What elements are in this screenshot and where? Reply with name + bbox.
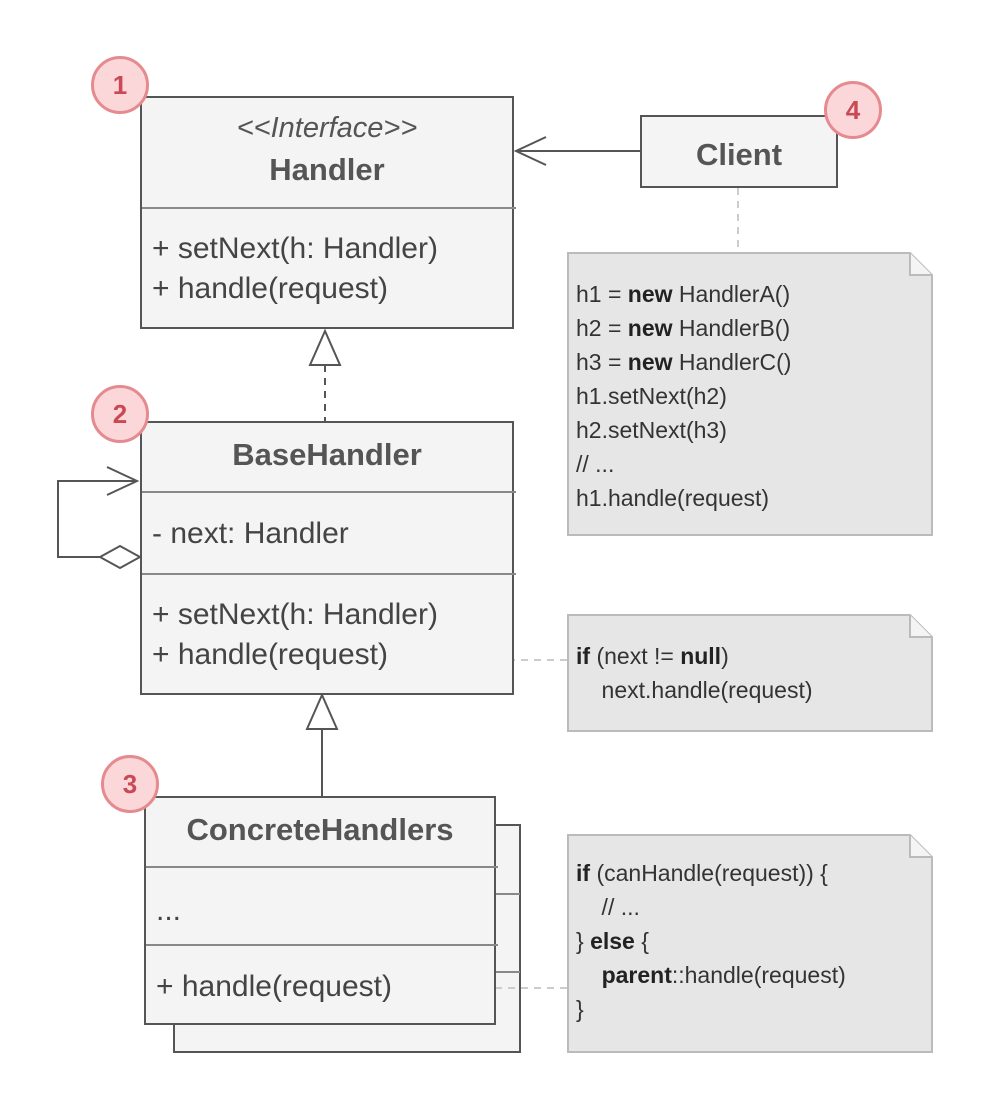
note-line: // ... (576, 890, 846, 924)
client-code-note-shape (567, 252, 933, 536)
concrete-handlers-divider (146, 944, 498, 946)
note-keyword: new (627, 315, 673, 341)
base-handler-box: BaseHandler - next: Handler + setNext(h:… (140, 421, 516, 695)
note-line: h2.setNext(h3) (576, 413, 791, 447)
note-text-run: // ... (576, 894, 640, 920)
note-line: parent::handle(request) (576, 958, 846, 992)
client-code-note: h1 = new HandlerA()h2 = new HandlerB()h3… (576, 277, 791, 515)
note-text-run: ::handle(request) (671, 962, 846, 988)
client-title: Client (695, 137, 783, 172)
note-text-run: (next != (590, 643, 681, 669)
note-text-run: ) (721, 643, 729, 669)
note-line: h1.setNext(h2) (576, 379, 791, 413)
note-line: h2 = new HandlerB() (576, 311, 791, 345)
concrete-handle-note: if (canHandle(request)) { // ...} else {… (576, 856, 846, 1026)
note-line: next.handle(request) (576, 673, 813, 707)
base-handle-note-shape (567, 614, 933, 732)
note-text-run: h3 = (576, 349, 628, 375)
note-keyword: new (627, 281, 673, 307)
base-handler-field: - next: Handler (152, 517, 349, 550)
handler-title: Handler (269, 152, 385, 187)
client-box: Client (640, 115, 838, 188)
note-text-run: next.handle(request) (576, 677, 813, 703)
note-keyword: new (627, 349, 673, 375)
note-text-run: } (576, 928, 591, 954)
self-aggregation-arrowhead (106, 466, 140, 496)
step-badge: 2 (91, 385, 149, 443)
note-text-run: h2 = (576, 315, 628, 341)
note-text-run: (canHandle(request)) { (590, 860, 828, 886)
note-line: if (canHandle(request)) { (576, 856, 846, 890)
note-text-run: } (576, 996, 584, 1022)
note-keyword: if (576, 860, 591, 886)
concrete-handle-note-shape (567, 834, 933, 1053)
note-text-run (576, 962, 602, 988)
note-line: // ... (576, 447, 791, 481)
association-arrowhead (513, 136, 547, 166)
note-keyword: if (576, 643, 591, 669)
concrete-handlers-field: ... (156, 894, 182, 927)
note-text-run: // ... (576, 451, 615, 477)
concrete-handlers-box: ConcreteHandlers ... + handle(request) (144, 796, 498, 1025)
note-keyword: null (680, 643, 722, 669)
handler-method: + setNext(h: Handler) (152, 232, 438, 265)
aggregation-diamond (97, 544, 143, 570)
note-line: h1 = new HandlerA() (576, 277, 791, 311)
base-handler-divider (142, 491, 516, 493)
note-text-run: { (634, 928, 649, 954)
note-line: h3 = new HandlerC() (576, 345, 791, 379)
note-text-run: h1.handle(request) (576, 485, 770, 511)
note-text-run: HandlerA() (672, 281, 791, 307)
base-handle-note: if (next != null) next.handle(request) (576, 639, 813, 707)
concrete-handlers-title: ConcreteHandlers (186, 812, 454, 847)
generalization-arrowhead (305, 692, 339, 730)
note-text-run: h1 = (576, 281, 628, 307)
note-line: } (576, 992, 846, 1026)
handler-interface-box: <<Interface>> Handler + setNext(h: Handl… (140, 96, 516, 329)
handler-divider (142, 207, 516, 209)
concrete-handlers-divider (146, 866, 498, 868)
note-line: h1.handle(request) (576, 481, 791, 515)
base-handler-title: BaseHandler (232, 437, 422, 472)
step-badge: 4 (824, 81, 882, 139)
step-badge: 1 (91, 56, 149, 114)
note-text-run: h1.setNext(h2) (576, 383, 727, 409)
self-aggregation-line (57, 480, 137, 558)
realization-arrowhead (308, 328, 342, 366)
note-keyword: else (590, 928, 635, 954)
step-badge: 3 (101, 755, 159, 813)
base-handler-method: + handle(request) (152, 638, 388, 671)
note-line: if (next != null) (576, 639, 813, 673)
note-keyword: parent (601, 962, 672, 988)
note-line: } else { (576, 924, 846, 958)
note-text-run: HandlerC() (672, 349, 792, 375)
base-handler-method: + setNext(h: Handler) (152, 598, 438, 631)
note-text-run: HandlerB() (672, 315, 791, 341)
handler-stereotype: <<Interface>> (236, 112, 418, 144)
handler-method: + handle(request) (152, 272, 388, 305)
concrete-handlers-method: + handle(request) (156, 970, 392, 1003)
base-handler-divider (142, 573, 516, 575)
note-text-run: h2.setNext(h3) (576, 417, 727, 443)
